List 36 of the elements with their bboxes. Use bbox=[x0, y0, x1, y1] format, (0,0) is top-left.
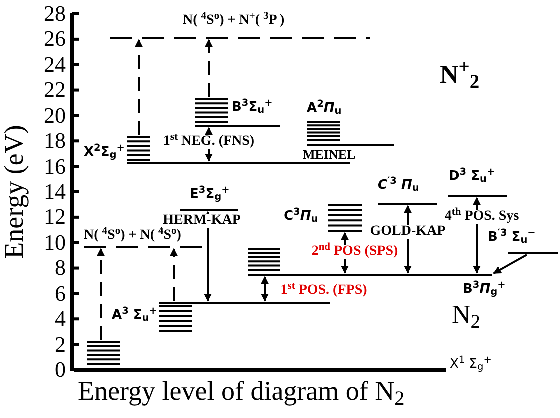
tick-label: 22 bbox=[43, 79, 66, 102]
tick-label: 16 bbox=[43, 156, 66, 178]
tick-label: 2 bbox=[54, 334, 66, 356]
state-label: N( $^{4}$S$^{o}$) + N$^{+}$( $^{3}$P ) bbox=[183, 14, 285, 28]
tick-label: 28 bbox=[43, 3, 66, 25]
edge-label: 4$^{th}$ POS. Sys bbox=[444, 210, 520, 224]
caption: Energy level of diagram of N$_{2}$ bbox=[78, 378, 405, 405]
band-label: MEINEL bbox=[303, 148, 356, 161]
tick-label: 6 bbox=[54, 282, 66, 305]
transition-arrow bbox=[493, 254, 528, 274]
tick-label: 24 bbox=[43, 54, 66, 76]
axis-title: Energy (eV) bbox=[1, 124, 30, 261]
tick-label: 26 bbox=[43, 28, 66, 50]
tick-label: 18 bbox=[43, 130, 66, 152]
tick-label: 0 bbox=[54, 359, 66, 381]
molecule-label: N$_{2}$ bbox=[452, 302, 481, 328]
edge-label: HERM-KAP bbox=[162, 214, 242, 228]
tick-label: 20 bbox=[43, 104, 66, 127]
edge-label: 1$^{st}$ NEG. (FNS) bbox=[162, 135, 256, 149]
transition-arrow bbox=[135, 39, 143, 135]
tick-label: 8 bbox=[54, 257, 66, 280]
state-label: C$^{3}$Π$_{u}$ bbox=[284, 210, 318, 223]
tick-label: 14 bbox=[43, 181, 66, 203]
tick-label: 4 bbox=[54, 308, 66, 330]
state-label: A$^{2}$Π$_{u}$ bbox=[307, 102, 342, 115]
transition-arrow bbox=[170, 248, 178, 301]
tick-label: 12 bbox=[43, 206, 66, 228]
edge-label: 1$^{st}$ POS. (FPS) bbox=[280, 284, 368, 298]
transition-arrow bbox=[261, 276, 269, 302]
transition-arrow bbox=[205, 39, 213, 97]
transition-arrow bbox=[97, 248, 105, 340]
edge-label: GOLD-KAP bbox=[369, 225, 447, 239]
state-label: N( $^{4}$S$^{o}$) + N( $^{4}$S$^{o}$) bbox=[84, 229, 182, 243]
edge-label: 2$^{nd}$ POS (SPS) bbox=[310, 245, 400, 259]
tick-label: 10 bbox=[43, 232, 66, 254]
state-label: C$^{′3}$ Π$_{u}$ bbox=[378, 179, 420, 192]
